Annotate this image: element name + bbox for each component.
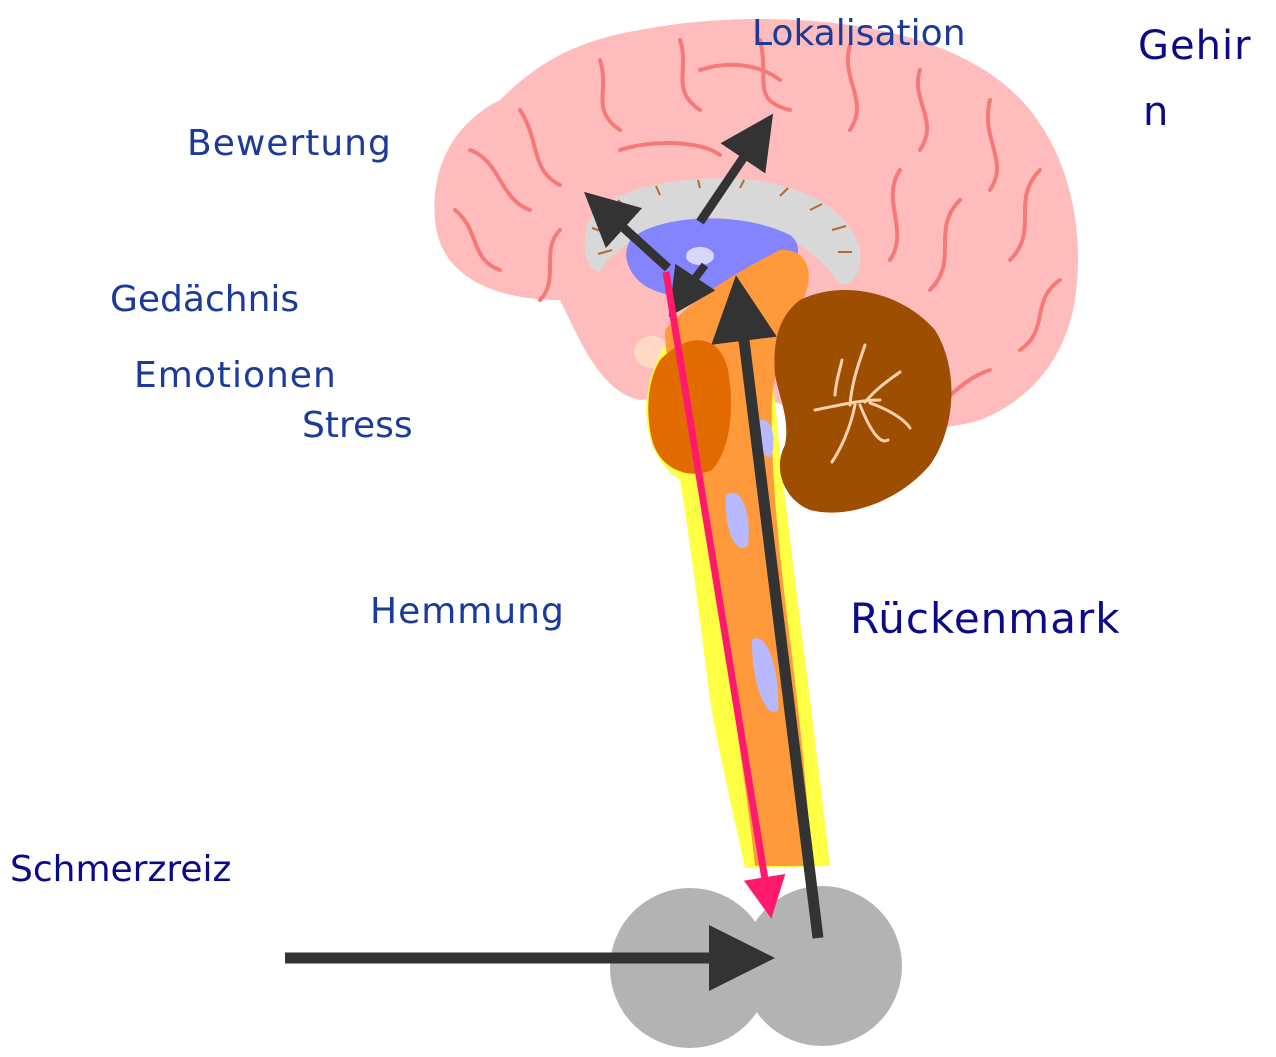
label-gehirn-line1: Gehir xyxy=(1138,26,1252,66)
label-schmerzreiz: Schmerzreiz xyxy=(10,852,231,888)
label-bewertung: Bewertung xyxy=(187,126,392,162)
label-hemmung: Hemmung xyxy=(370,594,565,630)
label-gedaechnis: Gedächnis xyxy=(110,282,299,318)
label-stress: Stress xyxy=(302,408,413,444)
spinal-segment-right xyxy=(742,886,902,1046)
label-gehirn-line2: n xyxy=(1143,92,1168,132)
label-lokalisation: Lokalisation xyxy=(752,16,966,52)
label-emotionen: Emotionen xyxy=(134,358,337,394)
pineal-spot xyxy=(686,247,714,265)
label-rueckenmark: Rückenmark xyxy=(850,598,1121,640)
